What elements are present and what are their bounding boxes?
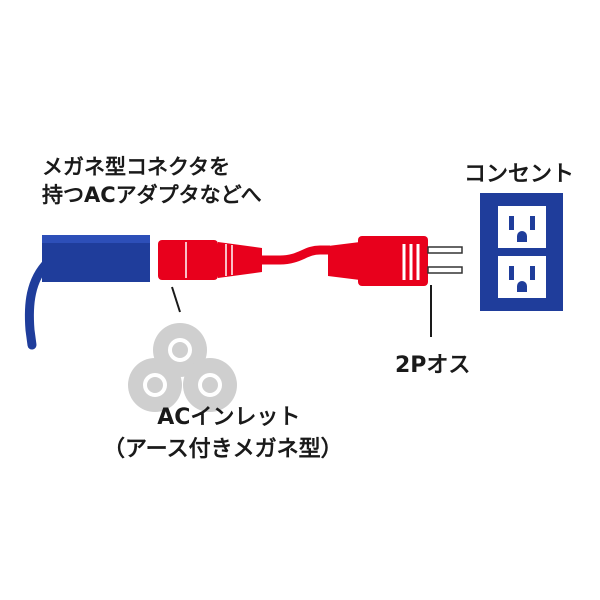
ac-adapter: [24, 235, 150, 350]
plug-2p: [328, 236, 463, 286]
wall-outlet: [480, 193, 563, 311]
plug-label: 2Pオス: [395, 353, 471, 378]
inlet-label: ACインレット （アース付きメガネ型）: [103, 402, 343, 466]
connector-female: [158, 240, 262, 280]
adapter-label: メガネ型コネクタを 持つACアダプタなどへ: [42, 153, 262, 209]
inlet-label-line2: （アース付きメガネ型）: [103, 437, 343, 462]
plug-pin-bottom: [427, 266, 463, 274]
cable: [262, 245, 330, 265]
inlet-label-line1: ACインレット: [157, 405, 301, 430]
ac-inlet-icon: [128, 323, 237, 412]
adapter-label-line1: メガネ型コネクタを: [42, 155, 231, 179]
leader-line-inlet: [171, 286, 181, 313]
outlet-label: コンセント: [464, 162, 575, 187]
adapter-label-line2: 持つACアダプタなどへ: [42, 183, 262, 207]
plug-pin-top: [427, 246, 463, 254]
